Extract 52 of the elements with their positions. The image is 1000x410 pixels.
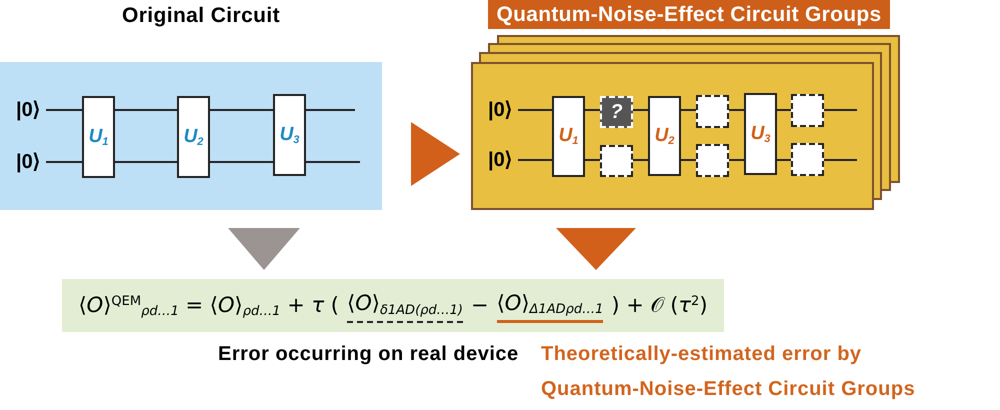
stacked-circuit-cards <box>471 34 902 210</box>
qubit-state-label: |0⟩ <box>16 150 46 174</box>
quantum-wire <box>729 109 744 111</box>
formula-text: ) + 𝒪 (τ$^{2}$) <box>611 292 708 319</box>
underlined-term: ⟨O⟩$_{Δ1ADρd…1}$ <box>496 288 604 324</box>
quantum-wire <box>518 159 552 161</box>
title-banner: Quantum-Noise-Effect Circuit Groups <box>488 0 890 29</box>
unitary-gate: U$_{1}$ <box>82 96 115 178</box>
dashed-underlined-term: ⟨O⟩$_{δ1AD(ρd…1)}$ <box>347 288 463 323</box>
unitary-gate: U$_{2}$ <box>177 96 210 178</box>
dashed-gate-slot <box>696 144 729 177</box>
arrow <box>228 228 300 270</box>
quantum-wire <box>210 161 273 163</box>
quantum-wire <box>824 159 857 161</box>
quantum-wire <box>681 159 696 161</box>
dashed-gate-slot <box>791 143 824 176</box>
annotation-text: Error occurring on real device <box>218 342 519 367</box>
quantum-wire <box>681 109 696 111</box>
quantum-wire <box>306 161 360 163</box>
quantum-wire <box>306 109 355 111</box>
quantum-wire <box>633 159 648 161</box>
quantum-wire <box>518 109 552 111</box>
arrow <box>556 228 636 270</box>
quantum-wire <box>729 159 744 161</box>
dashed-gate-slot <box>600 145 633 177</box>
unitary-gate: U$_{3}$ <box>273 94 306 176</box>
quantum-wire <box>824 109 857 111</box>
quantum-wire <box>633 109 648 111</box>
quantum-wire <box>585 159 600 161</box>
quantum-wire <box>777 159 791 161</box>
panel-heading: Original Circuit <box>122 4 280 28</box>
quantum-wire <box>115 161 177 163</box>
quantum-wire <box>115 109 177 111</box>
arrow <box>411 122 460 186</box>
quantum-wire <box>585 109 600 111</box>
unitary-gate: U$_{2}$ <box>648 96 681 176</box>
quantum-wire <box>210 109 273 111</box>
quantum-wire <box>46 161 82 163</box>
unknown-gate: ? <box>600 96 633 128</box>
qubit-state-label: |0⟩ <box>488 148 518 172</box>
annotation-text: Theoretically-estimated error by Quantum-Noise-Effect Circuit Groups <box>541 342 916 402</box>
formula-text: ⟨O⟩$^{QEM}$$_{ρd…1}$ = ⟨O⟩$_{ρd…1}$ + τ ( <box>78 292 339 321</box>
formula-text: − <box>470 292 489 319</box>
unitary-gate: U$_{3}$ <box>744 93 777 175</box>
formula-panel <box>62 279 724 332</box>
unitary-gate: U$_{1}$ <box>552 96 585 177</box>
quantum-wire <box>46 109 82 111</box>
dashed-gate-slot <box>791 94 824 127</box>
qubit-state-label: |0⟩ <box>488 98 518 122</box>
qubit-state-label: |0⟩ <box>16 98 46 122</box>
dashed-gate-slot <box>696 95 729 128</box>
quantum-wire <box>777 109 791 111</box>
